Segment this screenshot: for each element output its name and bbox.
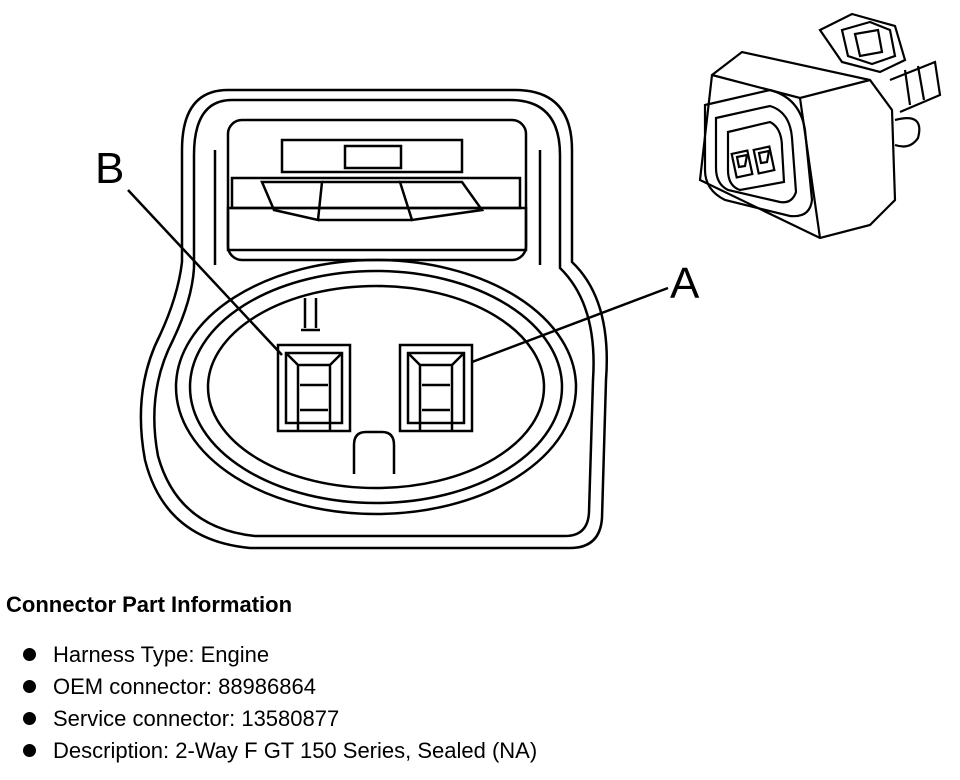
info-item-service-connector: Service connector: 13580877 bbox=[6, 706, 946, 738]
info-item-oem-connector: OEM connector: 88986864 bbox=[6, 674, 946, 706]
info-item-harness-type: Harness Type: Engine bbox=[6, 642, 946, 674]
leader-line-b bbox=[127, 189, 283, 356]
info-item-value: Engine bbox=[200, 642, 270, 667]
pin-label-a: A bbox=[670, 259, 700, 308]
bullet-icon bbox=[23, 680, 36, 693]
info-item-label: Service connector: bbox=[53, 706, 236, 731]
info-item-value: 88986864 bbox=[218, 674, 316, 699]
connector-isometric-view bbox=[698, 12, 942, 240]
connector-face bbox=[139, 88, 608, 550]
info-item-label: Description: bbox=[53, 738, 170, 763]
terminal-cavity-a bbox=[398, 343, 474, 433]
terminal-cavity-b bbox=[276, 343, 352, 433]
seal-ring-outer bbox=[174, 258, 578, 516]
bullet-icon bbox=[23, 648, 36, 661]
connector-part-info: Connector Part Information Harness Type:… bbox=[6, 592, 946, 770]
seal-ring-inner bbox=[206, 284, 546, 490]
leader-line-a bbox=[471, 286, 669, 364]
pin-label-b: B bbox=[95, 144, 124, 193]
connector-diagram: B A bbox=[95, 12, 942, 550]
info-item-label: OEM connector: bbox=[53, 674, 212, 699]
bullet-icon bbox=[23, 744, 36, 757]
info-item-label: Harness Type: bbox=[53, 642, 195, 667]
info-item-description: Description: 2-Way F GT 150 Series, Seal… bbox=[6, 738, 946, 770]
info-title: Connector Part Information bbox=[6, 592, 293, 617]
bullet-icon bbox=[23, 712, 36, 725]
seal-ring-middle bbox=[188, 269, 564, 505]
info-list: Harness Type: Engine OEM connector: 8898… bbox=[6, 642, 946, 770]
info-item-value: 2-Way F GT 150 Series, Sealed (NA) bbox=[175, 738, 538, 763]
info-item-value: 13580877 bbox=[241, 706, 340, 731]
